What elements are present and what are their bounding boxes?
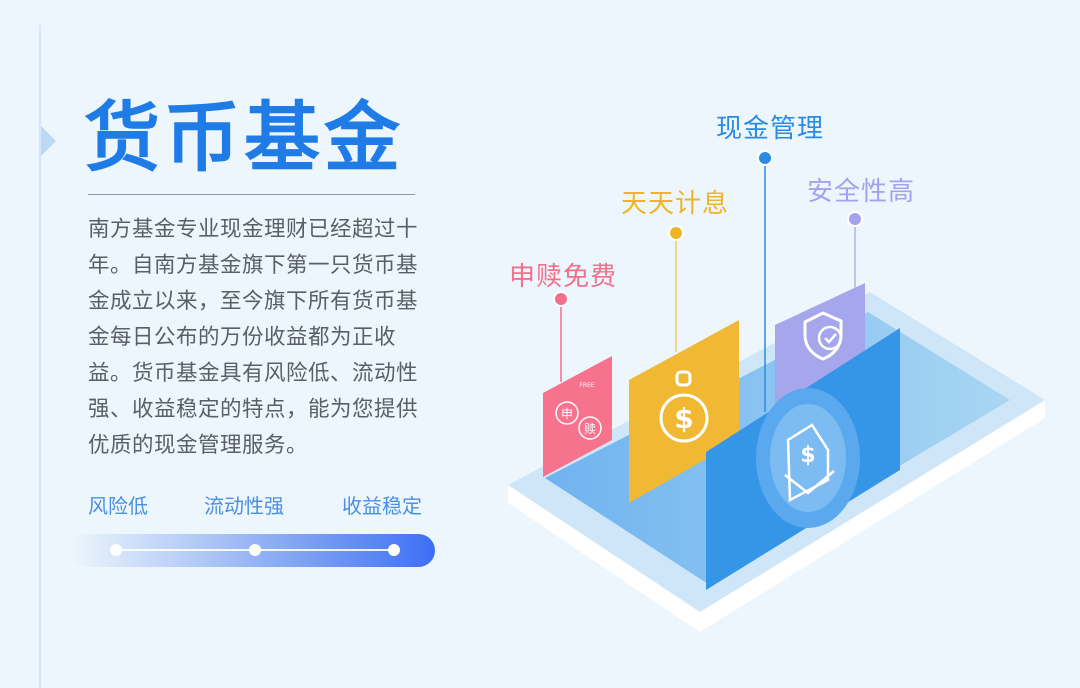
shen-icon-text: 申 <box>561 407 573 421</box>
shu-icon-text: 赎 <box>584 422 596 436</box>
feature-stable-return: 收益稳定 <box>342 494 422 518</box>
slider-dot <box>388 544 400 556</box>
slider-dot <box>249 544 261 556</box>
decorative-vertical-line <box>39 25 41 688</box>
daily-interest-card: $ <box>629 320 739 503</box>
label-high-security: 安全性高 <box>807 177 916 207</box>
platform-base <box>508 400 1045 632</box>
free-redemption-card: 申 赎 FREE <box>543 356 612 477</box>
free-icon-text: FREE <box>579 382 594 389</box>
feature-low-risk: 风险低 <box>88 494 148 518</box>
label-free-redemption: 申赎免费 <box>509 262 618 292</box>
triangle-marker-icon <box>41 126 56 156</box>
feature-high-liquidity: 流动性强 <box>204 494 284 518</box>
svg-text:$: $ <box>800 443 815 468</box>
title-divider <box>88 194 415 195</box>
slider-dot <box>110 544 122 556</box>
label-cash-management: 现金管理 <box>716 114 825 144</box>
description-text: 南方基金专业现金理财已经超过十年。自南方基金旗下第一只货币基金成立以来，至今旗下… <box>88 217 419 458</box>
svg-text:$: $ <box>674 402 693 435</box>
page-title: 货币基金 <box>84 93 404 182</box>
label-daily-interest: 天天计息 <box>621 189 730 219</box>
feature-slider <box>70 534 435 567</box>
cash-management-panel: $ <box>706 328 900 590</box>
